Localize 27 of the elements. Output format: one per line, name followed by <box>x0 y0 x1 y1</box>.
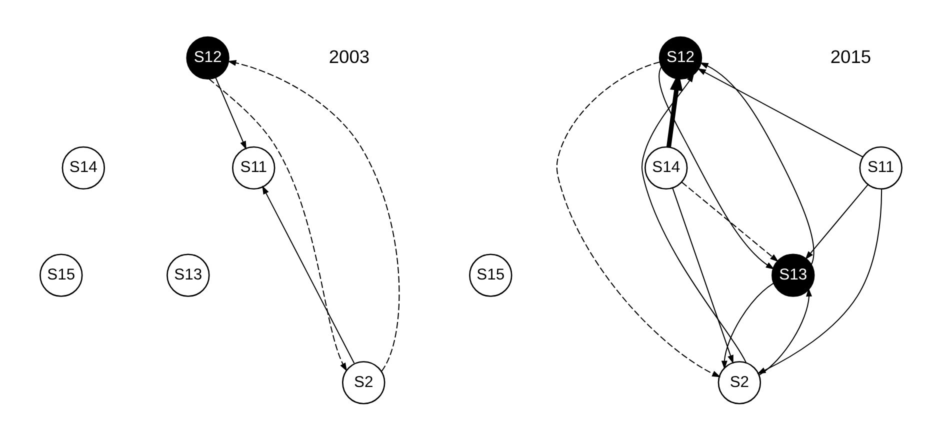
label: 2003 <box>328 46 370 67</box>
arrow <box>641 73 746 363</box>
node-circle: S11 <box>232 146 275 190</box>
arrow <box>208 78 347 372</box>
label: 2015 <box>830 46 871 67</box>
arrow <box>556 62 720 378</box>
arrow <box>262 186 354 364</box>
arrow <box>756 188 882 374</box>
node-circle: S13 <box>166 254 210 297</box>
node-circle: S11 <box>858 146 902 190</box>
arrow <box>720 282 774 370</box>
node-circle: S14 <box>644 146 688 190</box>
arrow <box>758 288 812 376</box>
node-circle: S2 <box>342 361 385 404</box>
arrow <box>696 68 863 158</box>
arrow <box>699 62 814 265</box>
arrow <box>680 182 778 262</box>
node-circle: S12 <box>186 36 229 80</box>
arrow <box>658 66 774 270</box>
node-circle: S15 <box>39 254 82 297</box>
node-circle: S14 <box>61 146 104 190</box>
node-circle: S12 <box>658 36 702 80</box>
arrow <box>804 184 868 260</box>
arrow <box>214 77 246 150</box>
arrow <box>672 188 733 364</box>
node-circle: S15 <box>468 254 512 297</box>
arrow <box>227 60 400 372</box>
